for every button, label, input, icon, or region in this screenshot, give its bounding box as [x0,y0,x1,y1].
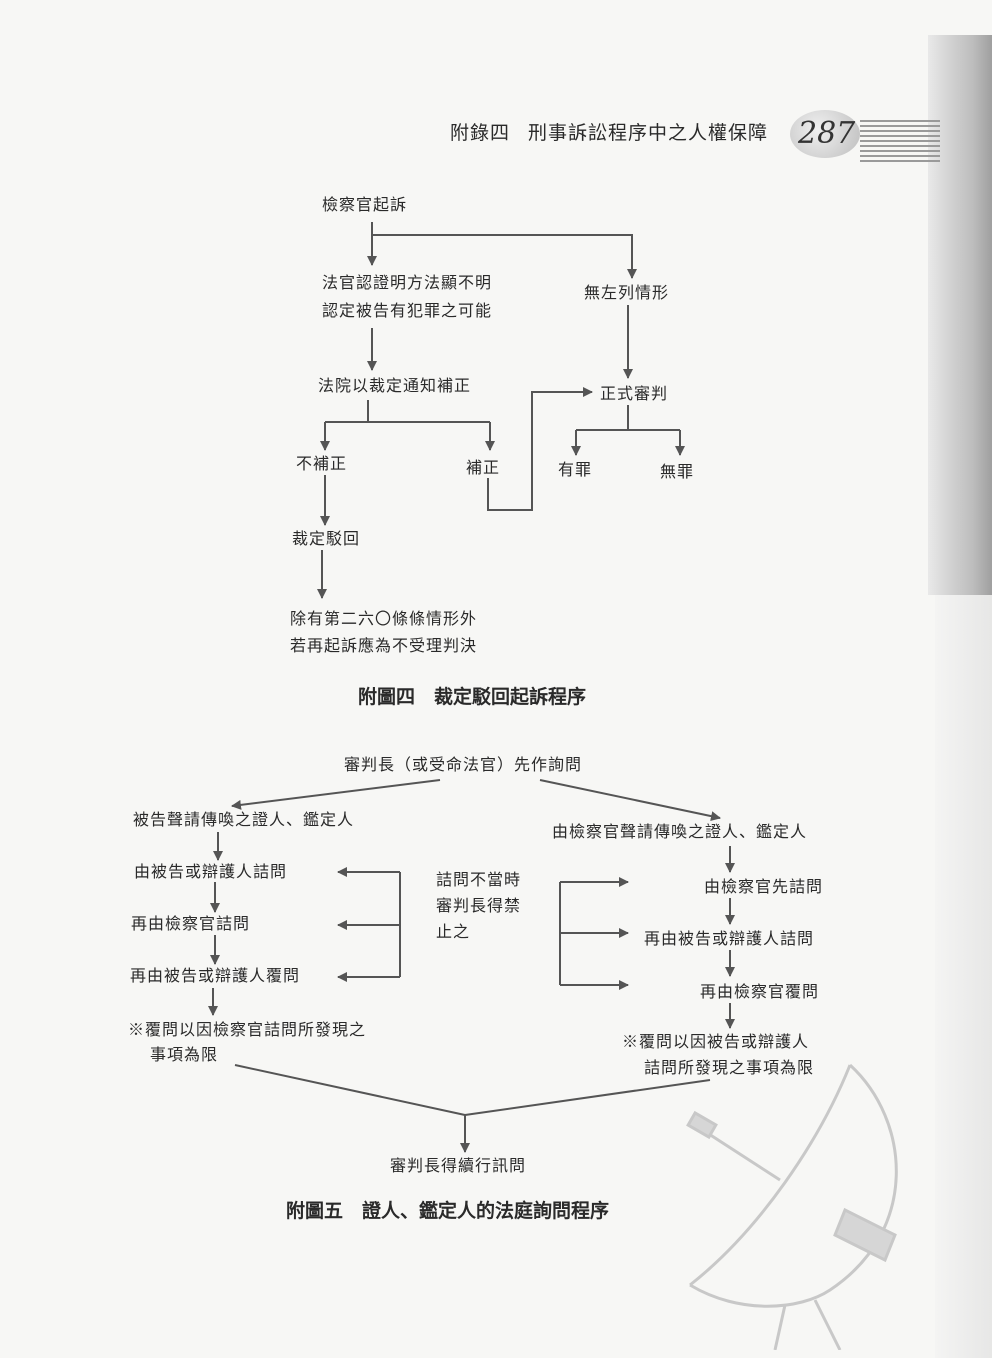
node-formal-trial: 正式審判 [600,384,669,403]
node-not-guilty: 無罪 [660,462,695,481]
connector-line [231,779,441,810]
node-then-defense-re: 再由被告或辯護人覆問 [130,966,301,985]
node-judge-finds-line1: 法官認證明方法顯不明 [322,273,493,292]
node-then-prosecutor: 再由檢察官詰問 [131,914,251,933]
node-note-right-line2: 詰問所發現之事項為限 [644,1058,815,1077]
node-improper-line1: 詰問不當時 [436,870,522,889]
node-presiding-first: 審判長（或受命法官）先作詢問 [344,755,583,774]
connector-line [464,1079,711,1116]
node-improper-line2: 審判長得禁 [436,896,522,915]
node-prosecutor-first: 由檢察官先詰問 [704,877,824,896]
node-improper-line3: 止之 [436,922,471,941]
connector-line [372,234,637,279]
node-final-line2: 若再起訴應為不受理判決 [290,636,478,655]
node-note-left-line2: 事項為限 [150,1045,219,1064]
connector-line [487,387,593,511]
running-header: 附錄四刑事訴訟程序中之人權保障 [450,118,768,145]
node-final-line1: 除有第二六〇條條情形外 [290,609,478,628]
node-defense-examines: 由被告或辯護人詰問 [134,862,288,881]
header-appendix: 附錄四 [450,122,511,144]
page-edge-shade [935,595,992,1358]
figure5-caption: 附圖五 證人、鑑定人的法庭詢問程序 [286,1200,610,1222]
node-correction: 補正 [466,458,501,477]
node-none-of-left: 無左列情形 [584,283,670,302]
page-number: 287 [798,116,856,151]
node-guilty: 有罪 [558,460,593,479]
node-then-defense: 再由被告或辯護人詰問 [644,929,815,948]
node-dismissal: 裁定駁回 [292,529,361,548]
node-note-right-line1: ※覆問以因被告或辯護人 [622,1032,810,1051]
satellite-dish-watermark [686,1063,898,1350]
header-stripes [860,120,940,164]
node-judge-finds-line2: 認定被告有犯罪之可能 [322,301,493,320]
node-then-prosecutor-re: 再由檢察官覆問 [700,982,820,1001]
node-note-left-line1: ※覆問以因檢察官詰問所發現之 [128,1020,367,1039]
node-court-notice: 法院以裁定通知補正 [318,376,472,395]
header-chapter: 刑事訴訟程序中之人權保障 [528,122,769,144]
figure4-caption: 附圖四 裁定駁回起訴程序 [358,686,587,708]
node-prosecutor-witness: 由檢察官聲請傳喚之證人、鑑定人 [552,822,808,841]
connector-line [539,779,721,822]
node-prosecution: 檢察官起訴 [322,195,408,214]
node-no-correction: 不補正 [296,454,348,473]
node-defendant-witness: 被告聲請傳喚之證人、鑑定人 [133,810,355,829]
page-number-badge [790,110,860,158]
node-presiding-continue: 審判長得續行訊問 [390,1156,527,1175]
connector-line [234,1064,466,1116]
